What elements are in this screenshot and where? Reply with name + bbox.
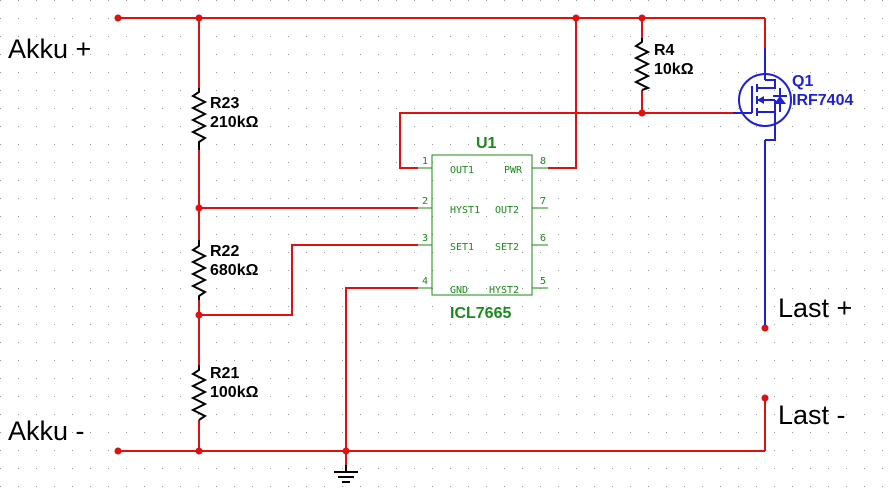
resistor-r22-symbol xyxy=(190,240,208,300)
pin-num-5: 5 xyxy=(540,276,546,287)
ic-ref: U1 xyxy=(476,135,497,152)
pin-num-3: 3 xyxy=(422,233,428,244)
r4-value: 10kΩ xyxy=(654,61,694,78)
ic-u1 xyxy=(418,154,548,296)
r23-ref: R23 xyxy=(210,95,239,112)
mosfet-q1-symbol xyxy=(733,48,792,325)
resistor-r23-symbol xyxy=(190,88,208,150)
top-rail-wire xyxy=(118,17,766,48)
r4-ref: R4 xyxy=(654,42,675,59)
pin-num-2: 2 xyxy=(422,196,428,207)
akku-plus-label: Akku + xyxy=(8,34,91,64)
r23-value: 210kΩ xyxy=(210,114,259,131)
bottom-rail-wire xyxy=(118,398,766,452)
ground-symbol-icon xyxy=(334,465,358,483)
resistor-r4-symbol xyxy=(633,38,651,91)
r22-value: 680kΩ xyxy=(210,262,259,279)
r21-value: 100kΩ xyxy=(210,384,259,401)
pin-name-set2: SET2 xyxy=(495,242,519,253)
pin-num-4: 4 xyxy=(422,276,428,287)
q1-ref: Q1 xyxy=(792,73,813,90)
q1-part: IRF7404 xyxy=(792,92,853,109)
pin-num-8: 8 xyxy=(540,156,546,167)
pin-num-6: 6 xyxy=(540,233,546,244)
divider-wires xyxy=(198,18,733,470)
last-minus-label: Last - xyxy=(778,400,846,430)
r21-ref: R21 xyxy=(210,365,239,382)
pin-name-pwr: PWR xyxy=(504,165,523,176)
last-plus-label: Last + xyxy=(778,293,852,323)
pin-name-hyst1: HYST1 xyxy=(450,205,480,216)
akku-minus-label: Akku - xyxy=(8,416,85,446)
pin-name-gnd: GND xyxy=(450,285,468,296)
ic-part: ICL7665 xyxy=(450,305,511,322)
resistor-r21-symbol xyxy=(190,365,208,421)
pin-name-out2: OUT2 xyxy=(495,205,519,216)
pin-name-set1: SET1 xyxy=(450,242,474,253)
pin-num-1: 1 xyxy=(422,156,428,167)
pin-name-out1: OUT1 xyxy=(450,165,474,176)
r22-ref: R22 xyxy=(210,243,239,260)
pin-name-hyst2: HYST2 xyxy=(489,285,519,296)
pin-num-7: 7 xyxy=(540,196,546,207)
junction-dots xyxy=(114,14,769,455)
